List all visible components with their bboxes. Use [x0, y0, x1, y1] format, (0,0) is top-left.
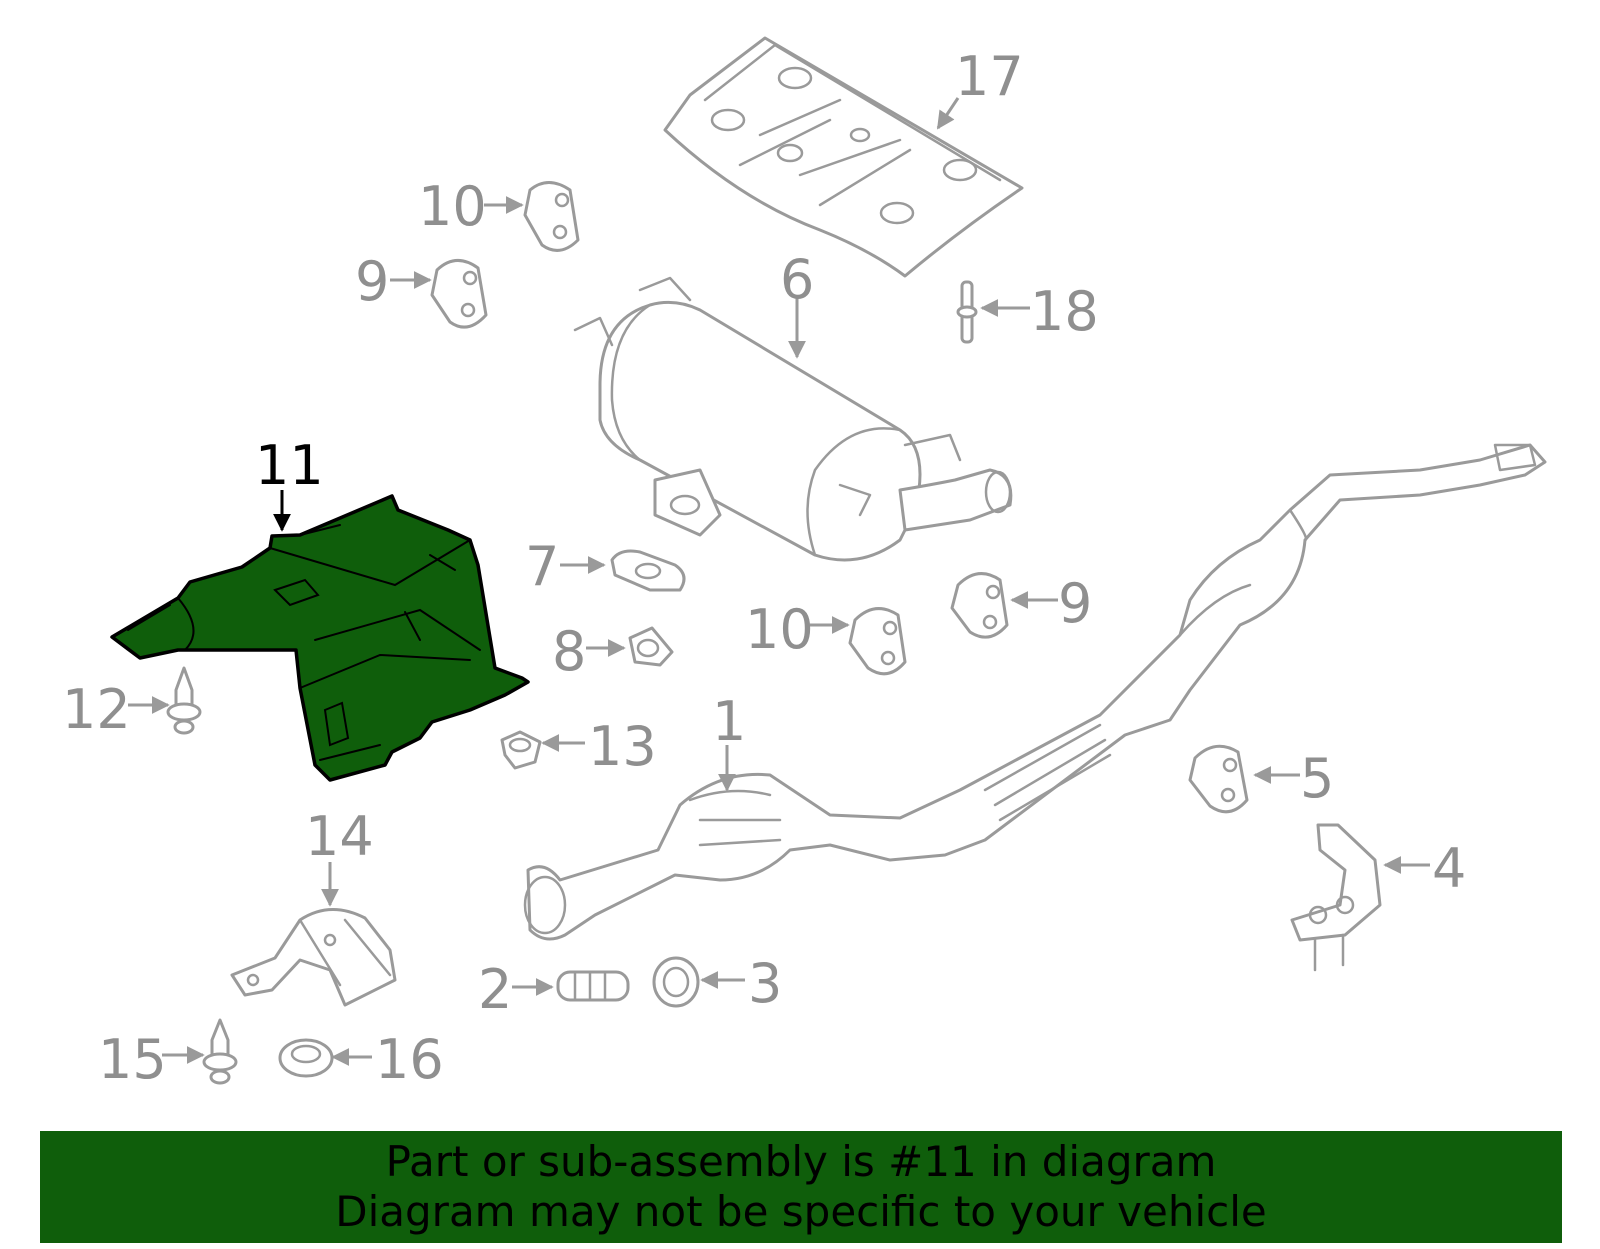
callout-16: 16 [375, 1028, 444, 1091]
callout-4: 4 [1432, 837, 1466, 900]
part-11-heat-shield [110, 494, 530, 782]
callout-10-mid: 10 [745, 598, 814, 661]
part-6-muffler [573, 276, 1013, 562]
part-9-hanger [430, 259, 488, 329]
part-18-stud [956, 280, 978, 344]
callout-6: 6 [780, 248, 814, 311]
callout-17: 17 [955, 45, 1024, 108]
part-5-hanger [1188, 744, 1249, 814]
callout-8: 8 [552, 620, 586, 683]
arrow-17 [936, 97, 960, 130]
callout-13: 13 [588, 715, 657, 778]
part-3-grommet [652, 956, 700, 1008]
part-10-hanger-mid [848, 607, 907, 676]
callout-7: 7 [525, 535, 559, 598]
info-banner: Part or sub-assembly is #11 in diagram D… [40, 1131, 1562, 1243]
callout-18: 18 [1030, 280, 1099, 343]
callout-15: 15 [98, 1028, 167, 1091]
part-7-gasket [610, 549, 686, 592]
part-8-nut [628, 626, 674, 667]
banner-line-1: Part or sub-assembly is #11 in diagram [385, 1137, 1217, 1186]
part-9-hanger-right [950, 572, 1009, 639]
part-14-bracket [230, 908, 397, 1007]
callout-11: 11 [255, 434, 324, 497]
callout-5: 5 [1300, 747, 1334, 810]
callout-9-right: 9 [1058, 572, 1092, 635]
part-13-nut [500, 730, 542, 770]
part-2-sleeve [556, 970, 630, 1002]
callout-2: 2 [478, 958, 512, 1021]
part-10-hanger [523, 181, 580, 252]
part-15-pin [202, 1018, 238, 1085]
part-4-bracket [1290, 823, 1382, 972]
part-12-pin [166, 666, 202, 735]
part-17-heat-shield [663, 36, 1024, 278]
part-1-exhaust-pipe [523, 443, 1547, 941]
part-16-grommet [278, 1038, 334, 1078]
callout-12: 12 [62, 678, 131, 741]
callout-9-top: 9 [355, 250, 389, 313]
callout-3: 3 [748, 952, 782, 1015]
callout-14: 14 [305, 805, 374, 868]
callout-10-top: 10 [418, 175, 487, 238]
banner-line-2: Diagram may not be specific to your vehi… [335, 1187, 1267, 1236]
callout-1: 1 [712, 690, 746, 753]
